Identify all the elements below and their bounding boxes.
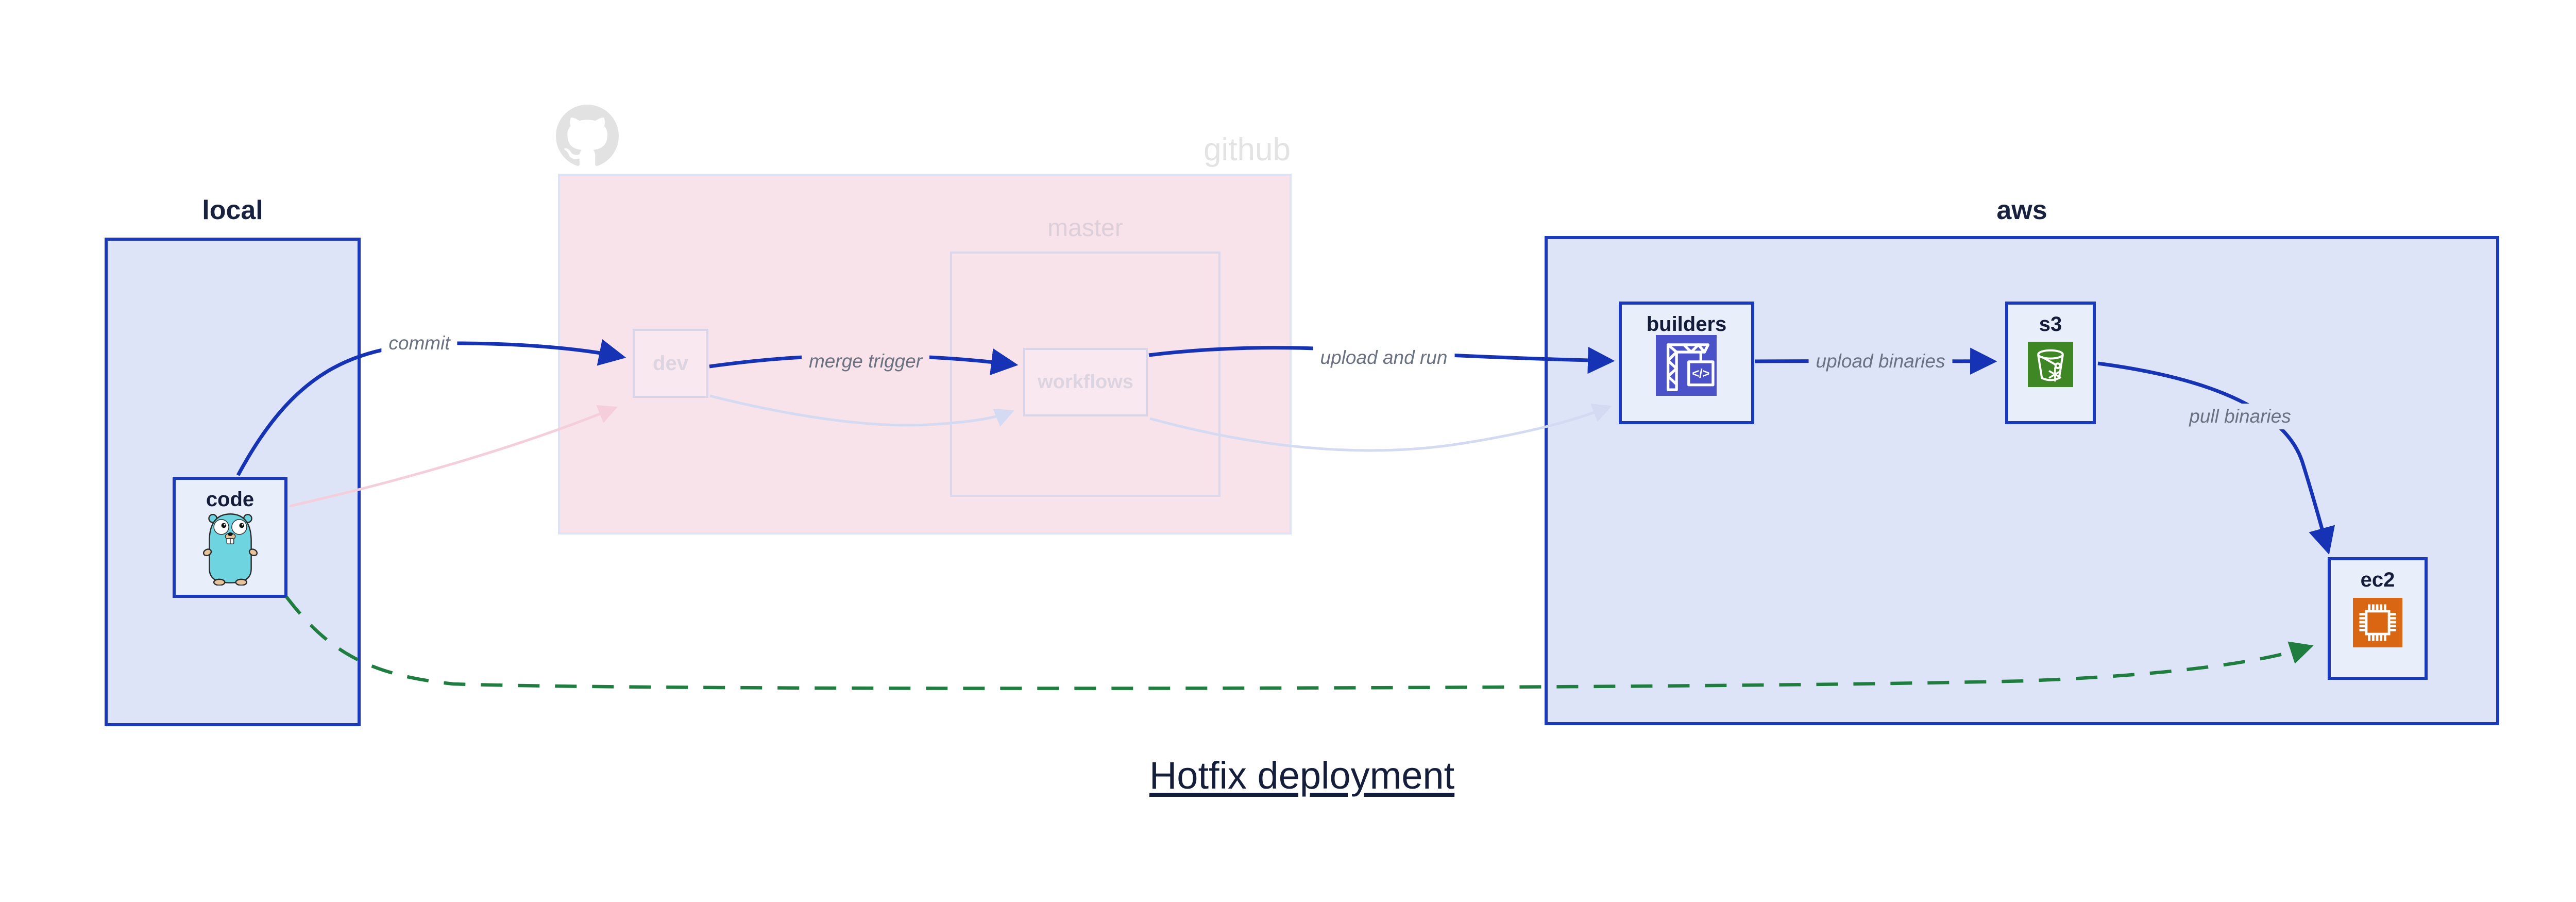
node-label-dev: dev: [653, 352, 688, 375]
node-label-s3: s3: [2039, 313, 2062, 336]
edge-label-pull-binaries: pull binaries: [2182, 404, 2298, 429]
svg-text:</>: </>: [1692, 367, 1709, 380]
group-label-aws: aws: [1996, 195, 2047, 225]
diagram-title-text: Hotfix deployment: [1149, 754, 1455, 797]
diagram-title: Hotfix deployment: [0, 754, 2576, 797]
aws-s3-bucket-icon: [2028, 342, 2073, 390]
aws-codebuild-icon: </>: [1655, 335, 1717, 398]
group-label-master: master: [1047, 214, 1123, 242]
edge-label-merge-trigger: merge trigger: [801, 348, 930, 374]
node-workflows: workflows: [1023, 348, 1148, 416]
aws-ec2-chip-icon: [2353, 598, 2402, 650]
go-gopher-icon: [200, 509, 260, 588]
node-label-code: code: [206, 488, 255, 511]
group-label-github: github: [1204, 132, 1291, 168]
edge-label-upload-and-run: upload and run: [1313, 345, 1455, 371]
node-dev: dev: [633, 329, 708, 398]
node-label-workflows: workflows: [1038, 371, 1133, 393]
edge-label-commit: commit: [381, 330, 457, 356]
node-label-ec2: ec2: [2360, 569, 2395, 591]
group-label-local: local: [202, 195, 263, 225]
group-box-master: [950, 252, 1221, 497]
edge-label-upload-binaries: upload binaries: [1808, 348, 1953, 374]
github-octocat-icon: [556, 105, 619, 170]
node-label-builders: builders: [1646, 313, 1727, 336]
